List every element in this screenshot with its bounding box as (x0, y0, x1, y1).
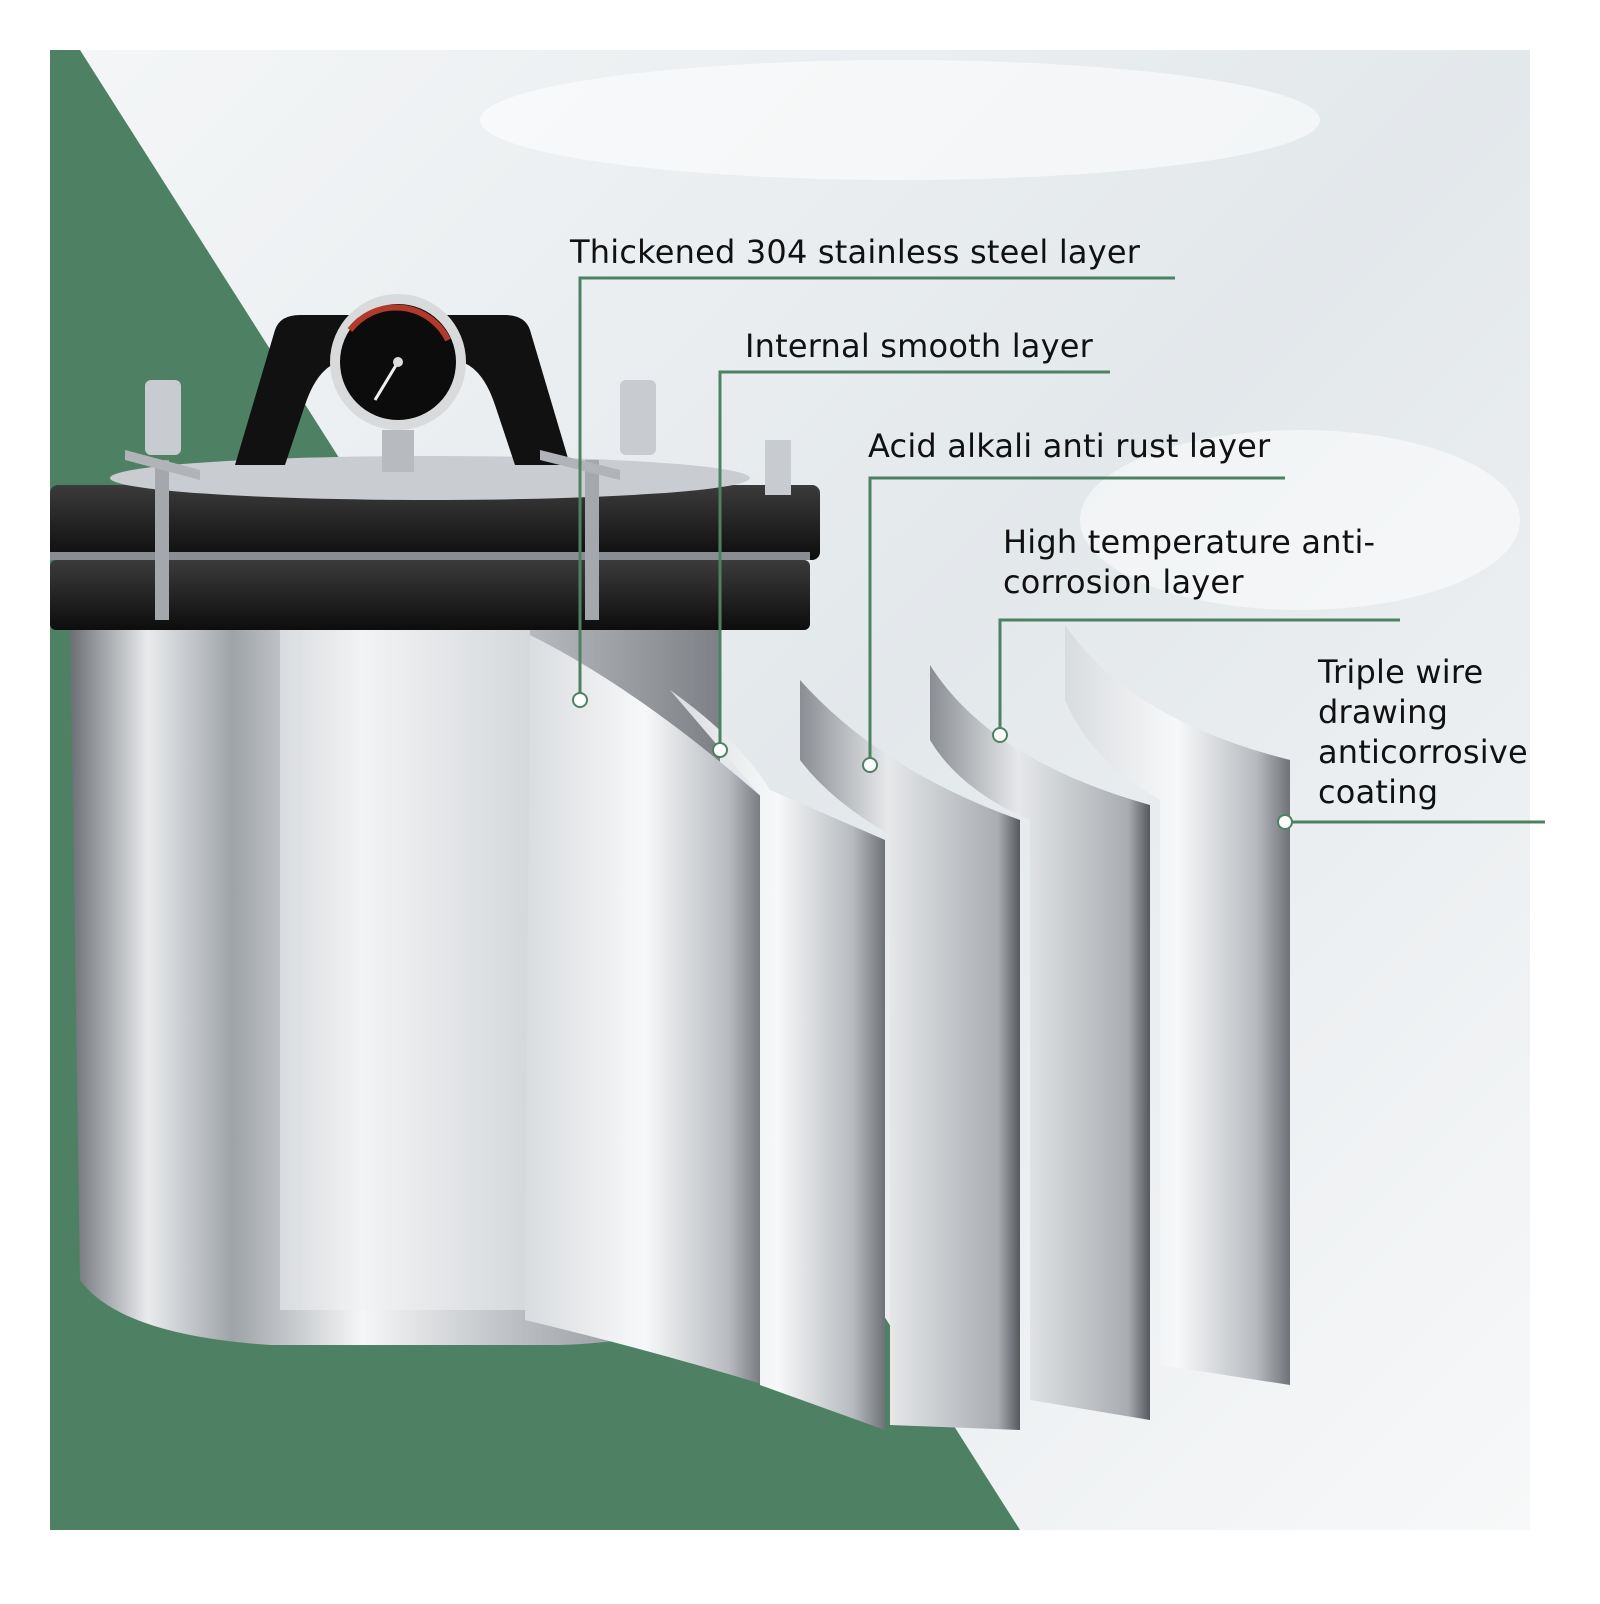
pressure-gauge-icon (330, 294, 466, 472)
callout-dot (862, 757, 878, 773)
leader-line-hightemp (998, 618, 1400, 735)
callout-leader-lines (578, 276, 1545, 824)
callout-hightemp-line-2: corrosion layer (1003, 563, 1244, 601)
callout-triple-line-3: anticorrosive (1318, 733, 1528, 771)
callout-internal-label: Internal smooth layer (745, 327, 1093, 365)
callout-triple-line-1: Triple wire (1318, 653, 1484, 691)
leader-line-thickened (578, 276, 1175, 700)
callout-dot (1277, 814, 1293, 830)
callout-dot (992, 727, 1008, 743)
callout-triple-line-4: coating (1318, 773, 1439, 811)
callout-triple-line-2: drawing (1318, 693, 1449, 731)
callout-thickened-label: Thickened 304 stainless steel layer (570, 233, 1141, 271)
layer-sheets (525, 625, 1290, 1430)
callout-dot (712, 742, 728, 758)
callout-dots (572, 692, 1293, 830)
callout-hightemp-line-1: High temperature anti- (1003, 523, 1376, 561)
leader-line-internal (718, 370, 1110, 750)
callout-triple-label: Triple wire drawing anticorrosive coatin… (1318, 652, 1528, 812)
callout-dot (572, 692, 588, 708)
leader-line-acid (868, 476, 1285, 765)
callout-hightemp-label: High temperature anti- corrosion layer (1003, 522, 1375, 602)
callout-acid-label: Acid alkali anti rust layer (868, 427, 1271, 465)
